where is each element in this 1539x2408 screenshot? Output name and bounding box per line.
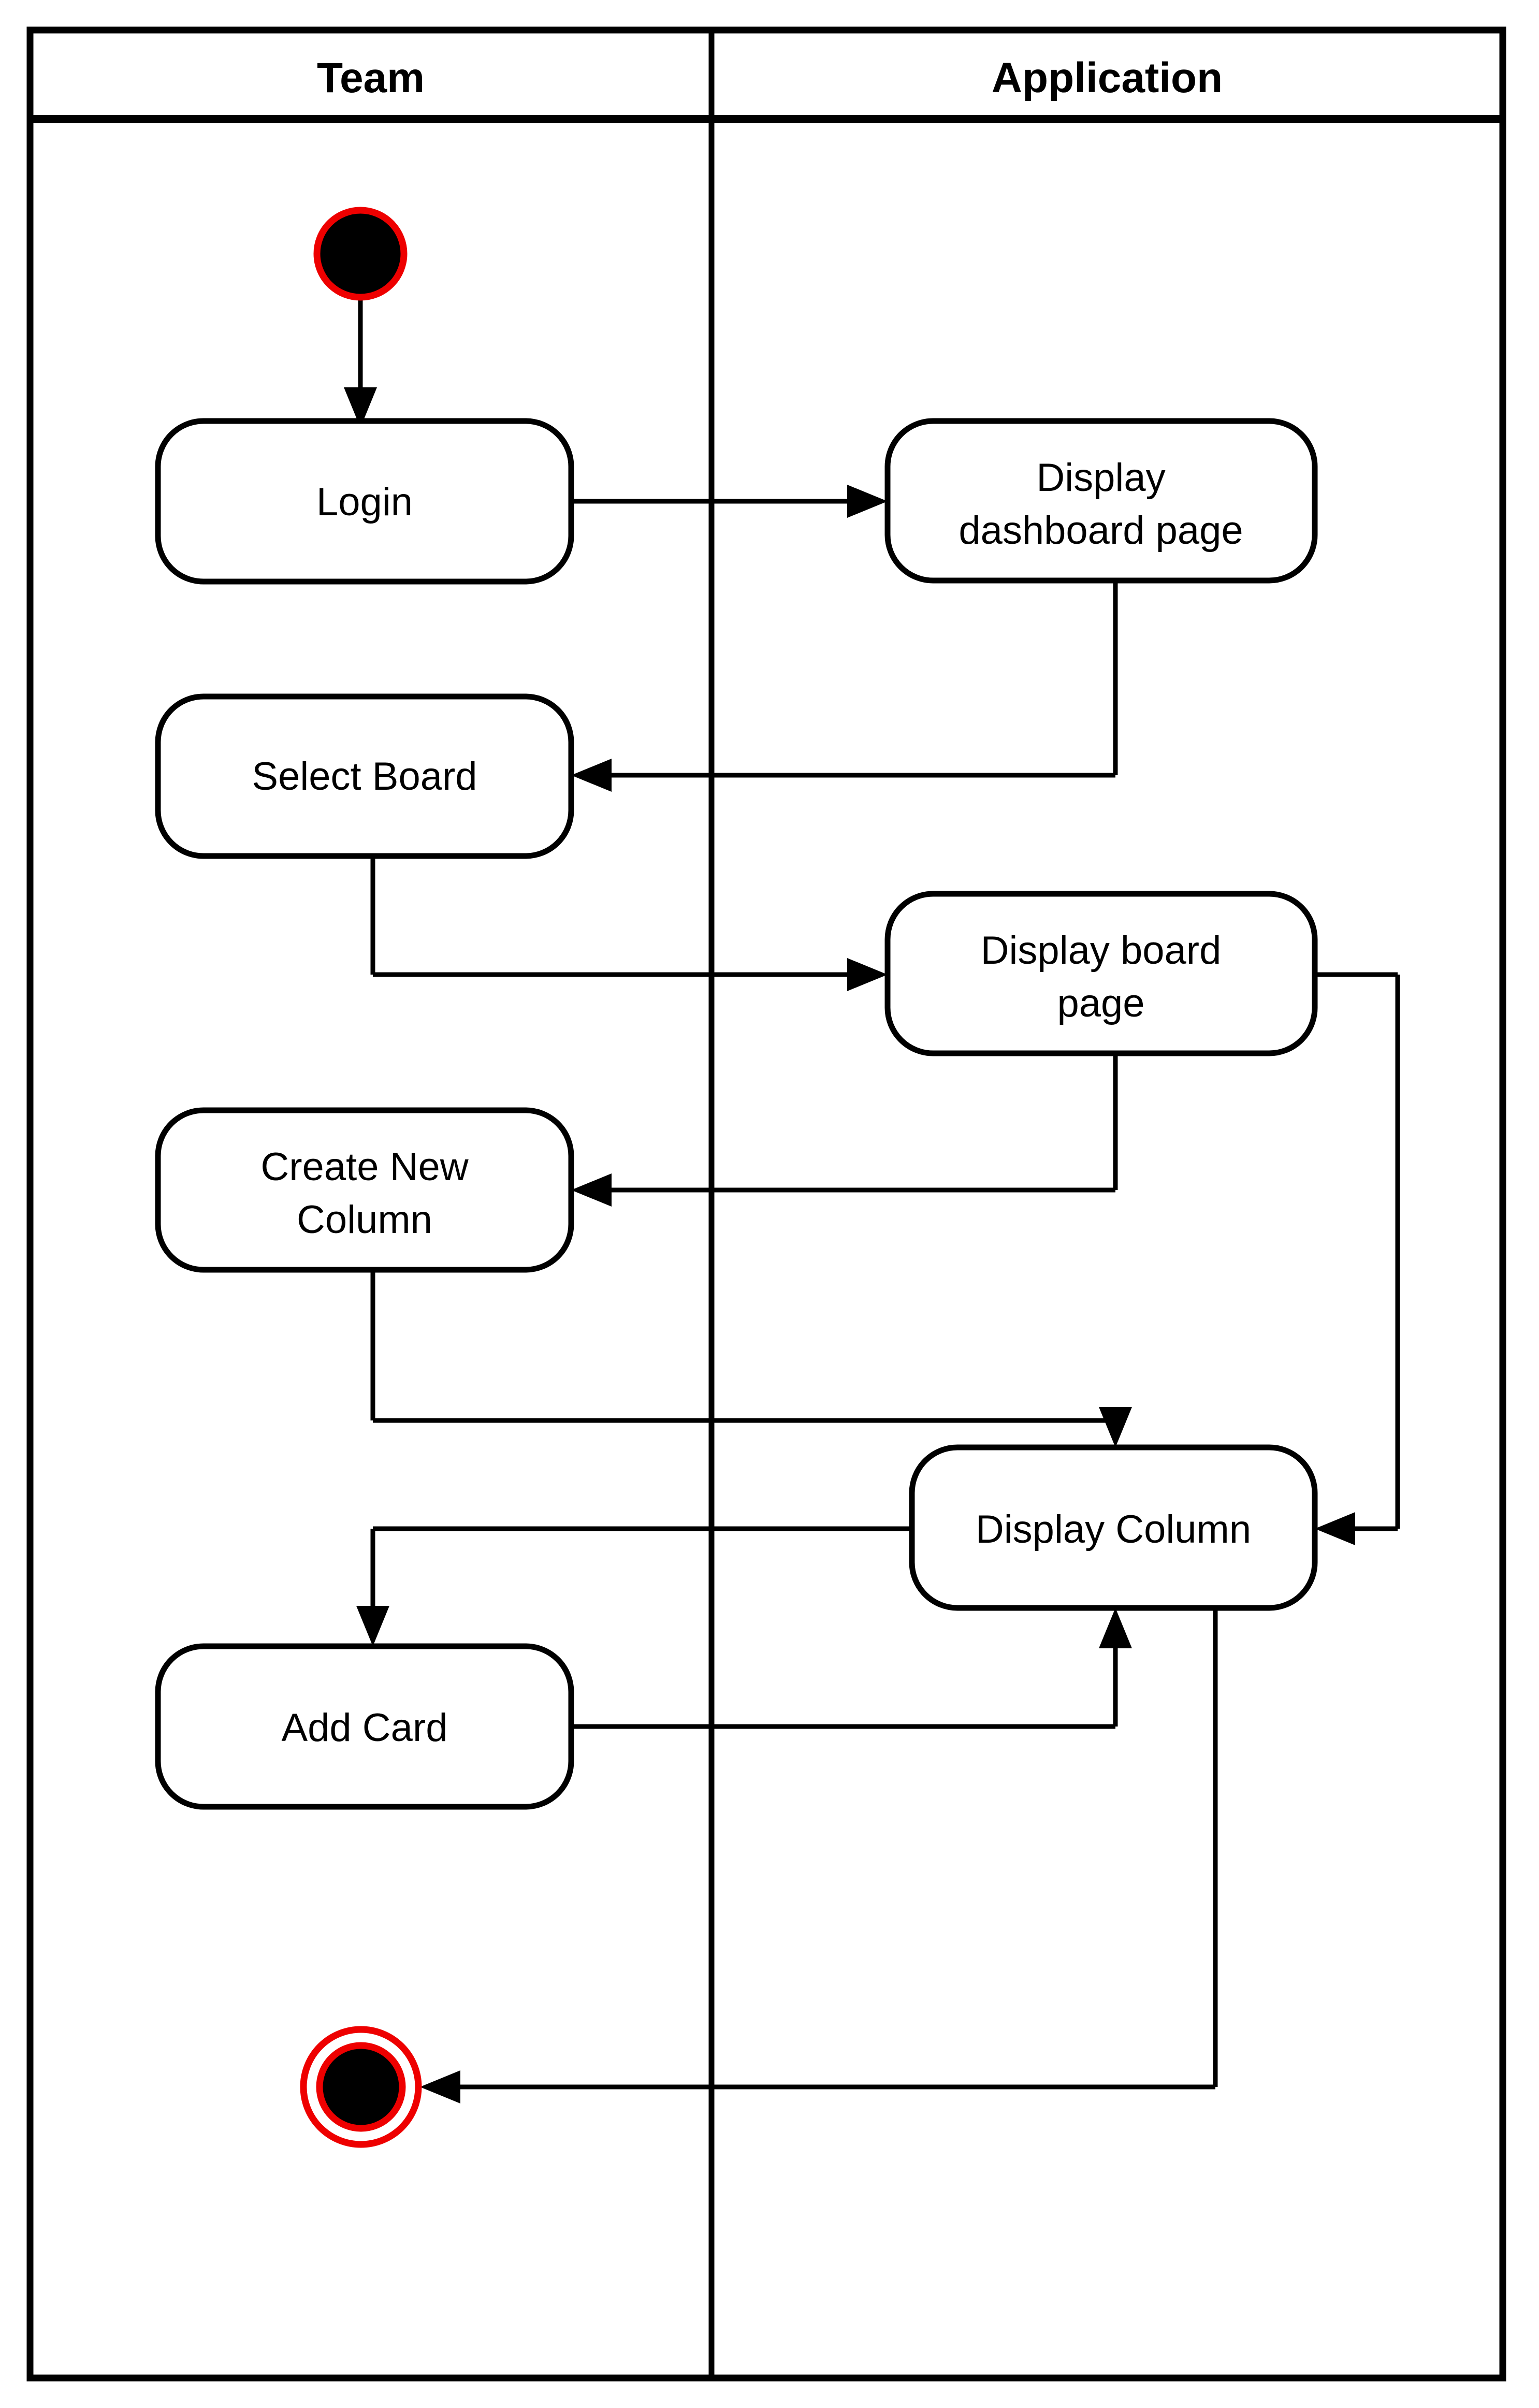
node-select-board[interactable]: Select Board: [155, 693, 574, 859]
node-end[interactable]: [300, 2026, 422, 2148]
node-create-new-column-label-line1: Create New: [260, 1145, 469, 1189]
node-display-dashboard[interactable]: Display dashboard page: [884, 418, 1318, 584]
node-display-board-label-line2: page: [1057, 981, 1144, 1025]
edge-add-card-to-display-column: [571, 1608, 1132, 1729]
edge-select-board-to-display-board: [370, 855, 888, 991]
lane-title-application: Application: [992, 54, 1223, 101]
edge-display-column-to-end: [420, 1608, 1218, 2104]
node-start[interactable]: [313, 207, 408, 301]
node-display-board[interactable]: Display board page: [884, 891, 1318, 1056]
node-create-new-column-label-line2: Column: [297, 1198, 432, 1242]
node-login-label: Login: [316, 480, 413, 524]
node-add-card[interactable]: Add Card: [155, 1643, 574, 1810]
node-display-dashboard-label-line1: Display: [1036, 456, 1165, 500]
node-add-card-label: Add Card: [281, 1706, 447, 1750]
node-select-board-label: Select Board: [252, 755, 477, 799]
edge-display-column-to-add-card: [356, 1526, 912, 1646]
edge-display-board-to-create-new-column: [571, 1053, 1118, 1207]
node-display-column-label: Display Column: [976, 1507, 1251, 1551]
node-create-new-column[interactable]: Create New Column: [155, 1107, 574, 1273]
node-display-dashboard-label-line2: dashboard page: [959, 509, 1243, 553]
node-display-column[interactable]: Display Column: [909, 1444, 1318, 1611]
node-display-board-label-line1: Display board: [981, 929, 1222, 973]
edge-login-to-display-dashboard: [571, 485, 888, 518]
edge-create-new-column-to-display-column: [370, 1270, 1132, 1447]
diagram-frame: [26, 26, 1506, 2382]
node-login[interactable]: Login: [155, 418, 574, 585]
lane-title-team: Team: [317, 54, 425, 101]
edge-start-to-login: [344, 299, 377, 428]
edge-display-dashboard-to-select-board: [571, 581, 1118, 792]
edge-display-board-to-display-column: [1315, 972, 1400, 1545]
